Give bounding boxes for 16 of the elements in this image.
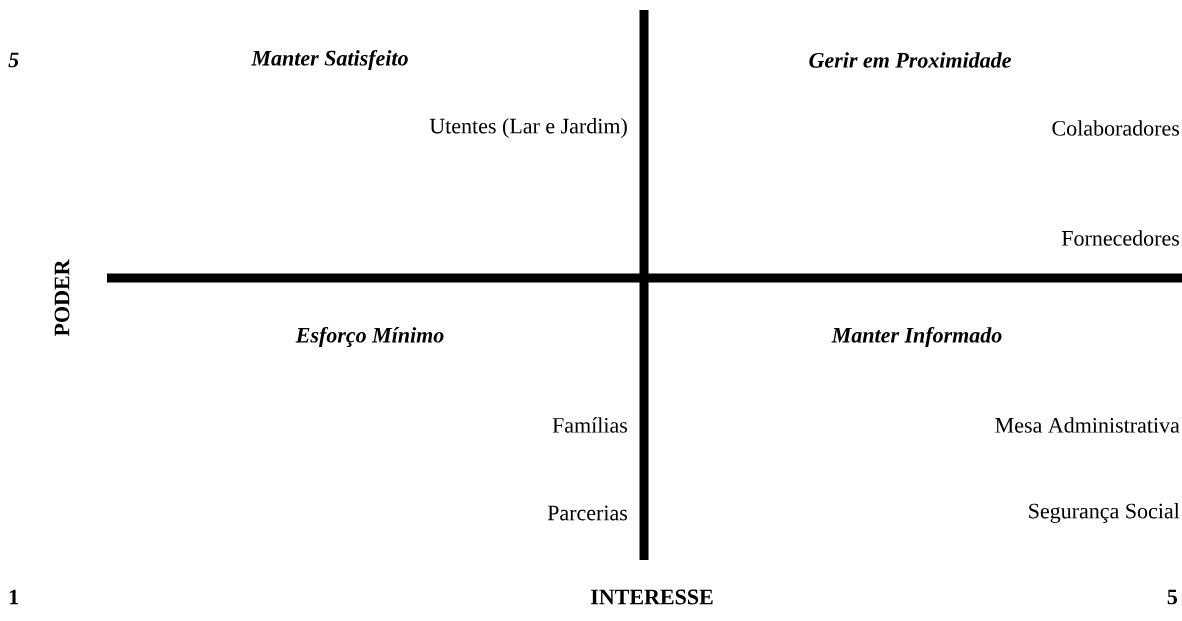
axis-value: 5 <box>1167 589 1177 605</box>
quadrant-title: Manter Satisfeito <box>251 49 408 71</box>
quadrant-title: Esforço Mínimo <box>295 326 444 348</box>
stakeholder-label: Segurança Social <box>1029 503 1180 523</box>
axis-value: 1 <box>9 589 19 605</box>
axis-value: 5 <box>8 52 19 68</box>
quadrant-title: Manter Informado <box>831 326 1002 348</box>
axis-title: INTERESSE <box>591 589 713 605</box>
axis-title: PODER <box>54 259 70 337</box>
stakeholder-label: Utentes (Lar e Jardim) <box>429 118 627 138</box>
stakeholder-label: Fornecedores <box>1061 230 1180 246</box>
stakeholder-label: Colaboradores <box>1052 120 1180 136</box>
stakeholder-label: Mesa Administrativa <box>995 417 1180 433</box>
stakeholder-label: Parcerias <box>547 505 627 521</box>
stakeholder-label: Famílias <box>552 417 628 433</box>
quadrant-title: Gerir em Proximidade <box>809 52 1011 68</box>
